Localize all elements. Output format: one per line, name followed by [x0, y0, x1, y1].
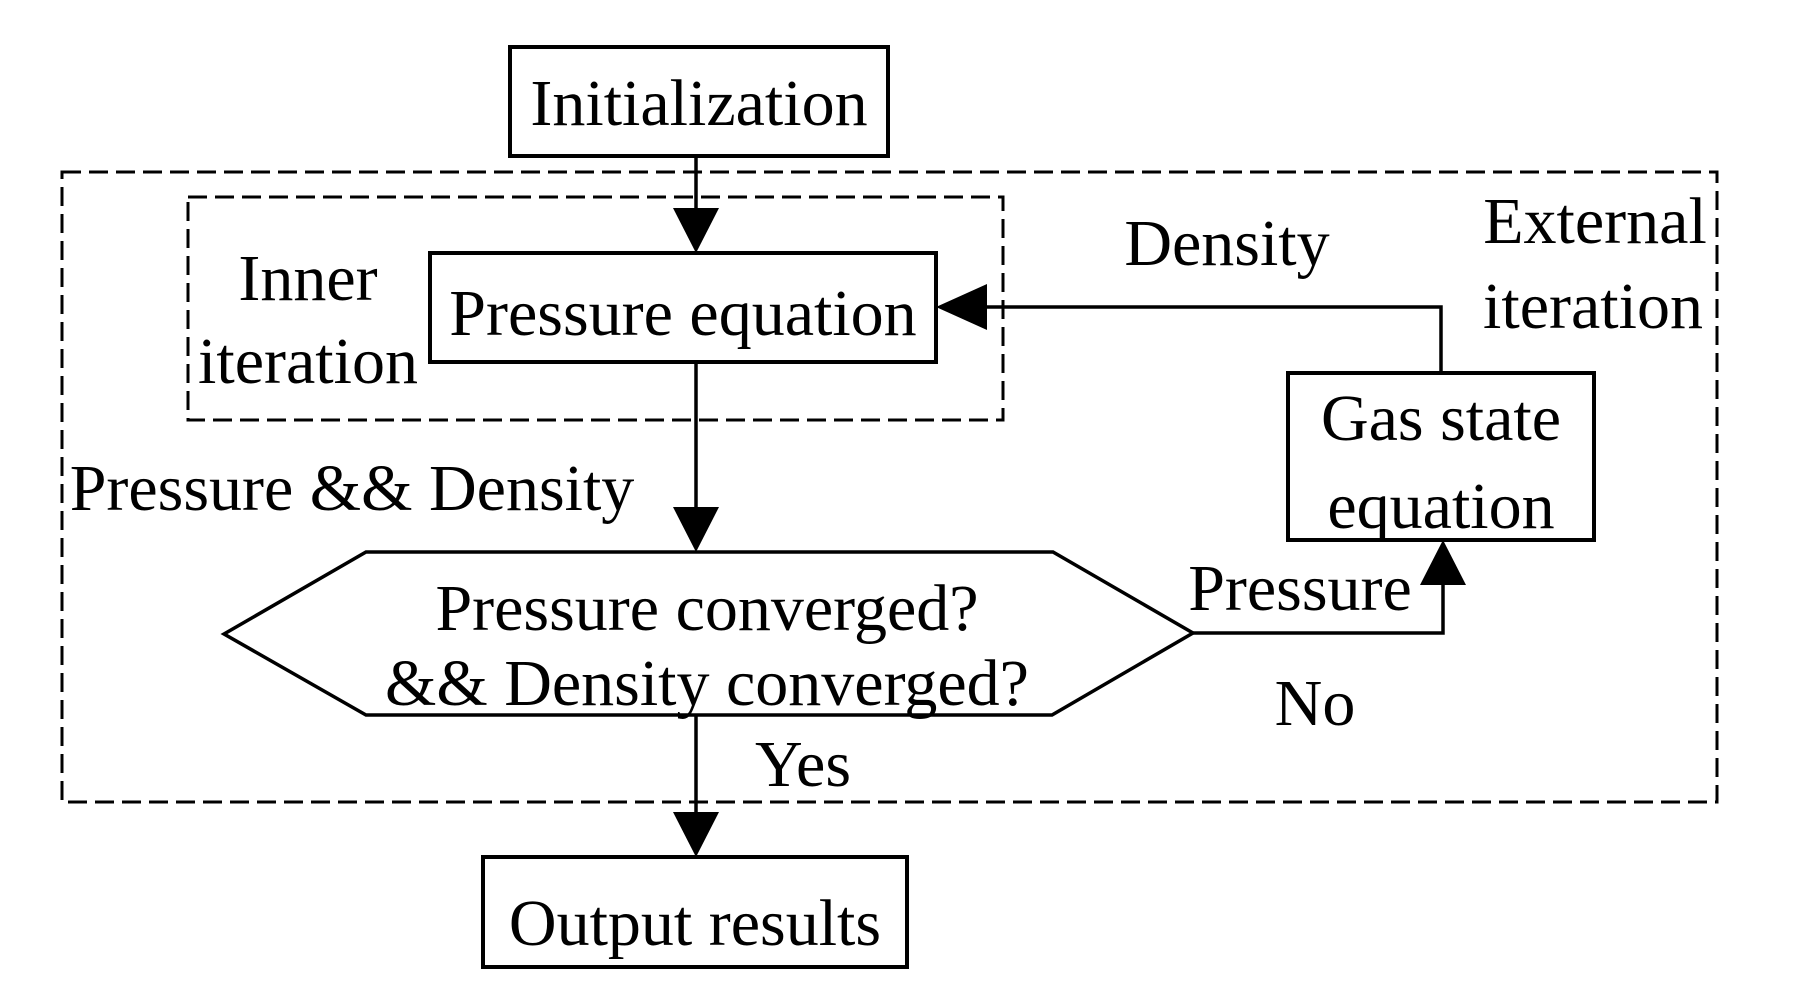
edge-label-density: Density: [1124, 207, 1329, 280]
inner-iteration-label-line2: iteration: [198, 325, 418, 398]
arrowhead-into-output-results: [673, 812, 719, 857]
inner-iteration-label-line1: Inner: [238, 242, 377, 315]
arrowhead-into-decision: [673, 507, 719, 552]
decision-label-line2: && Density converged?: [385, 647, 1029, 720]
gas-state-label-line1: Gas state: [1321, 382, 1561, 455]
external-iteration-label-line1: External: [1483, 185, 1707, 258]
output-results-box: [481, 855, 909, 969]
arrowhead-into-pressure-equation: [673, 208, 719, 253]
gas-state-equation-box: [1286, 371, 1596, 542]
edge-label-no: No: [1275, 667, 1356, 740]
external-iteration-boundary: [60, 170, 1719, 804]
arrowhead-into-gas-state: [1420, 540, 1466, 585]
pressure-equation-box: [428, 251, 938, 364]
arrowhead-density-into-pressure: [936, 284, 987, 330]
initialization-box: [508, 45, 890, 158]
edge-label-pressure-and-density: Pressure && Density: [70, 452, 635, 525]
external-iteration-label-line2: iteration: [1483, 270, 1703, 343]
decision-hexagon: [220, 550, 1197, 717]
gas-state-label-line2: equation: [1327, 470, 1554, 543]
connector-gas-density-to-pressure: [984, 305, 1443, 373]
decision-label-line1: Pressure converged?: [435, 572, 978, 645]
edge-label-yes: Yes: [755, 728, 851, 801]
output-results-label: Output results: [509, 887, 881, 960]
edge-label-pressure: Pressure: [1188, 552, 1412, 625]
initialization-label: Initialization: [530, 67, 867, 140]
pressure-equation-label: Pressure equation: [449, 277, 916, 350]
